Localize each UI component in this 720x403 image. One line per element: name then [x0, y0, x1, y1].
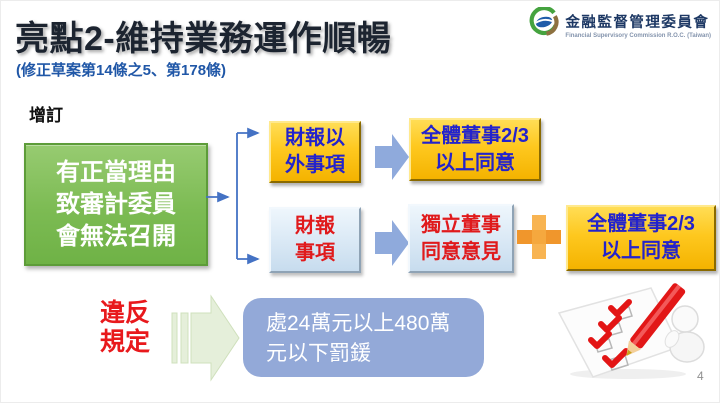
- fsc-logo-text: 金融監督管理委員會 Financial Supervisory Commissi…: [565, 11, 711, 39]
- page-number: 4: [697, 369, 704, 383]
- row2-approval-board-box: 全體董事2/3 以上同意: [566, 205, 716, 271]
- plus-icon: [517, 215, 561, 259]
- logo-org-name-zh: 金融監督管理委員會: [565, 14, 710, 31]
- arrow-right-icon: [375, 220, 409, 266]
- arrow-right-icon: [375, 134, 409, 180]
- fsc-logo-icon: [529, 5, 559, 42]
- connector-lines: [206, 127, 260, 265]
- row2-approval-independent-box: 獨立董事 同意意見: [408, 204, 514, 273]
- logo-org-name-en: Financial Supervisory Commission R.O.C. …: [565, 32, 711, 39]
- cause-box: 有正當理由 致審計委員 會無法召開: [24, 143, 208, 266]
- row1-approval-box: 全體董事2/3 以上同意: [409, 118, 541, 181]
- page-subtitle: (修正草案第14條之5、第178條): [16, 62, 227, 79]
- checklist-clipart: [557, 283, 705, 379]
- striped-arrow-icon: [171, 294, 240, 382]
- row1-condition-box: 財報以 外事項: [269, 121, 361, 183]
- fsc-logo: 金融監督管理委員會 Financial Supervisory Commissi…: [529, 5, 711, 42]
- section-label-new-provision: 增訂: [29, 106, 63, 125]
- violation-label: 違反 規定: [99, 299, 150, 356]
- page-title: 亮點2-維持業務運作順暢: [15, 20, 392, 58]
- row2-condition-box: 財報 事項: [269, 207, 361, 273]
- fine-box: 處24萬元以上480萬 元以下罰鍰: [243, 298, 484, 377]
